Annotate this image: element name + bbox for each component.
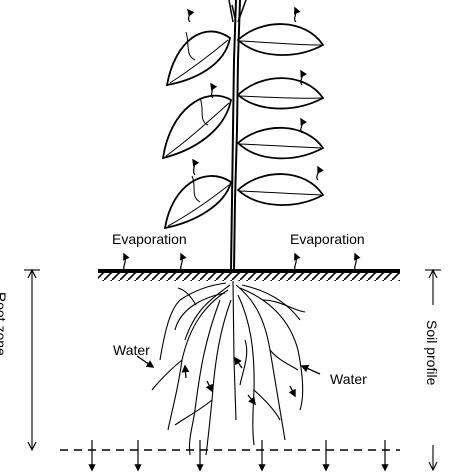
leaf-left-3 xyxy=(163,175,233,230)
soil-profile-label: Soil profile xyxy=(424,320,440,386)
water-label-left: Water xyxy=(113,342,150,358)
root-zone-dimension xyxy=(24,268,40,452)
leaf-right-4 xyxy=(236,173,325,206)
leaf-left-1 xyxy=(165,30,231,87)
leaf-right-2 xyxy=(236,77,325,110)
water-label-right: Water xyxy=(330,371,367,387)
evaporation-label-right: Evaporation xyxy=(290,231,365,247)
soil-surface xyxy=(98,269,400,281)
root-system xyxy=(151,280,306,456)
plant-leaves xyxy=(161,23,325,230)
leaf-left-2 xyxy=(161,94,233,160)
leaf-right-1 xyxy=(236,23,325,56)
water-uptake-arrows xyxy=(136,355,321,406)
transpiration-arrows xyxy=(187,6,324,181)
leaf-right-3 xyxy=(236,126,325,160)
soil-profile-dimension xyxy=(425,268,441,472)
evaporation-label-left: Evaporation xyxy=(112,231,187,247)
drainage-arrows xyxy=(88,440,389,472)
root-zone-label: Root zone xyxy=(0,292,9,356)
